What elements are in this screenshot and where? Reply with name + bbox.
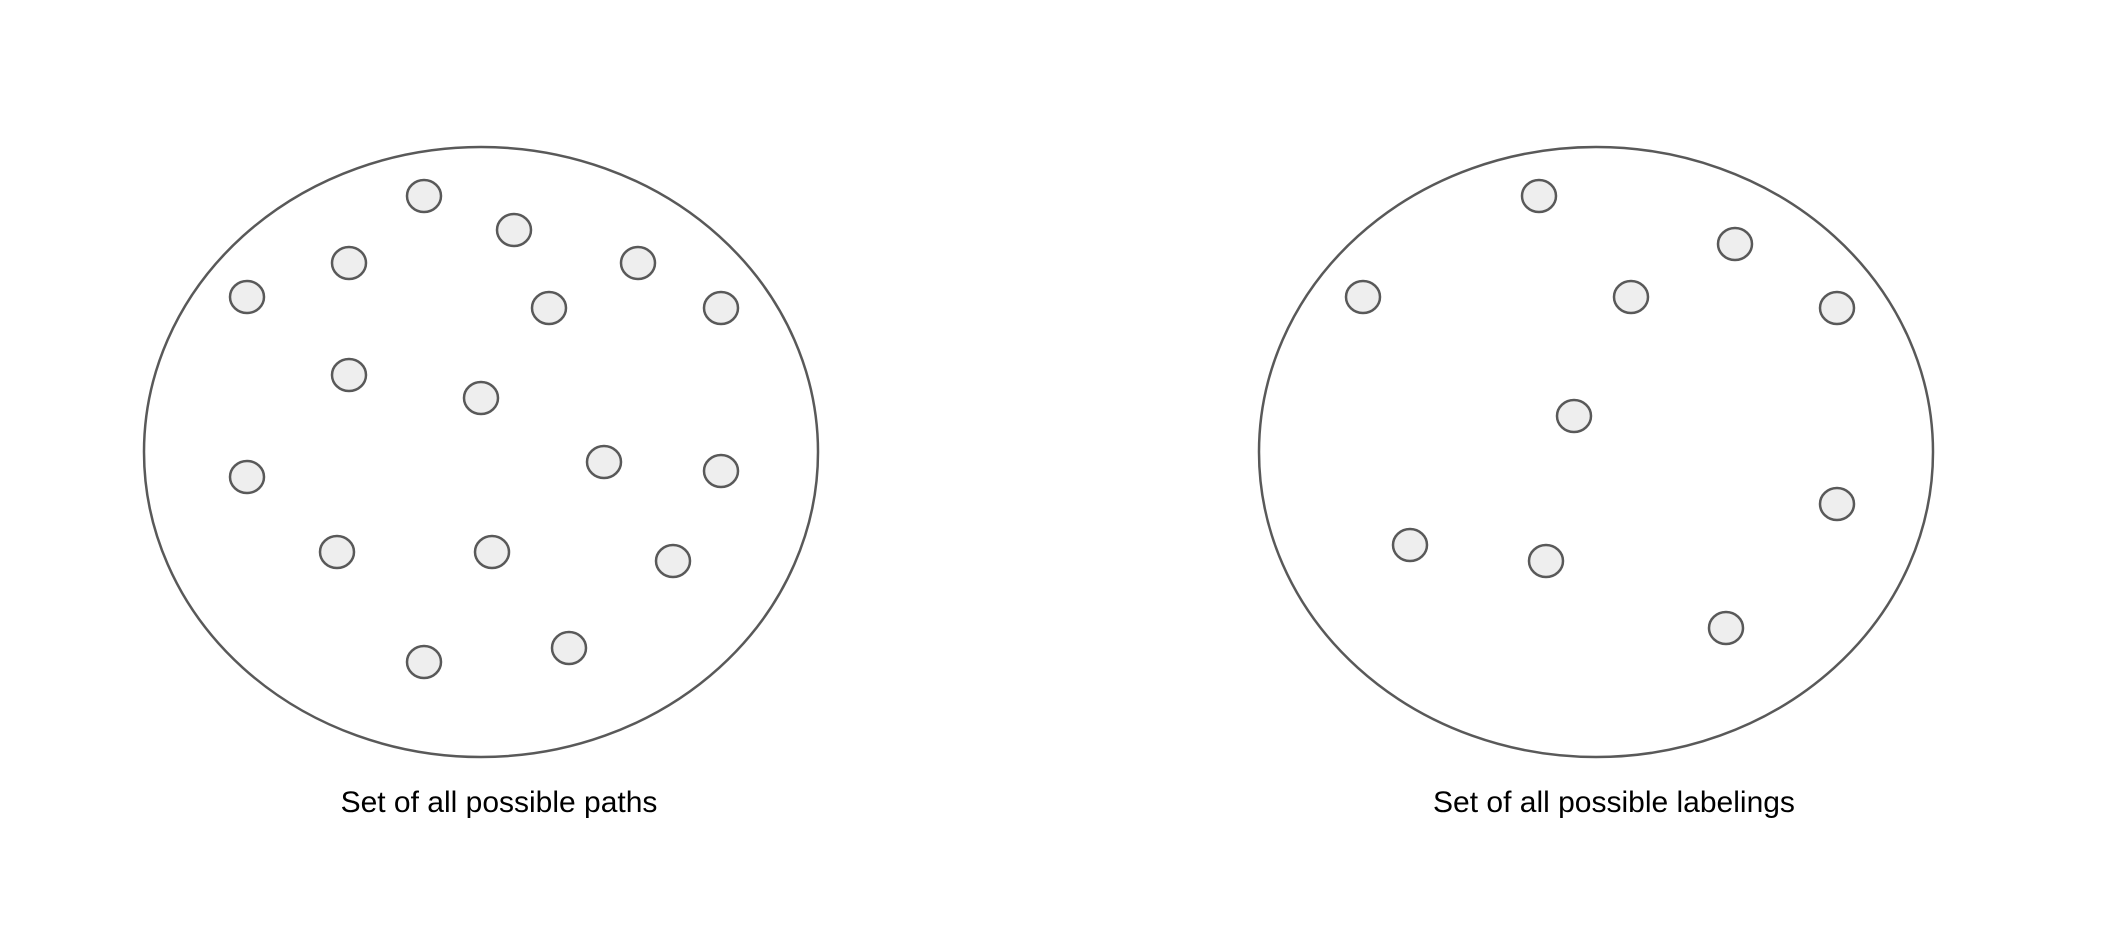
labeling-node [1555, 398, 1593, 434]
labeling-node [1818, 290, 1856, 326]
path-node [318, 534, 356, 570]
labeling-node [1818, 486, 1856, 522]
path-node [619, 245, 657, 281]
paths-set-nodes [228, 178, 740, 680]
path-node [462, 380, 500, 416]
path-node [550, 630, 588, 666]
labeling-node [1716, 226, 1754, 262]
path-node [530, 290, 568, 326]
path-node [405, 644, 443, 680]
paths-set-ellipse [142, 145, 820, 759]
labeling-node [1520, 178, 1558, 214]
path-node [585, 444, 623, 480]
path-node [405, 178, 443, 214]
path-node [473, 534, 511, 570]
path-node [702, 453, 740, 489]
labeling-node [1707, 610, 1745, 646]
paths-set: Set of all possible paths [142, 145, 820, 819]
labeling-node [1612, 279, 1650, 315]
path-node [495, 212, 533, 248]
path-node [330, 245, 368, 281]
path-node [654, 543, 692, 579]
path-node [228, 459, 266, 495]
path-node [330, 357, 368, 393]
labelings-set-nodes [1344, 178, 1856, 646]
labeling-node [1344, 279, 1382, 315]
labeling-node [1527, 543, 1565, 579]
path-node [228, 279, 266, 315]
labelings-set-caption: Set of all possible labelings [1433, 786, 1795, 819]
labelings-set-ellipse [1257, 145, 1935, 759]
path-node [702, 290, 740, 326]
labeling-node [1391, 527, 1429, 563]
paths-set-caption: Set of all possible paths [341, 786, 658, 819]
labelings-set: Set of all possible labelings [1257, 145, 1935, 819]
